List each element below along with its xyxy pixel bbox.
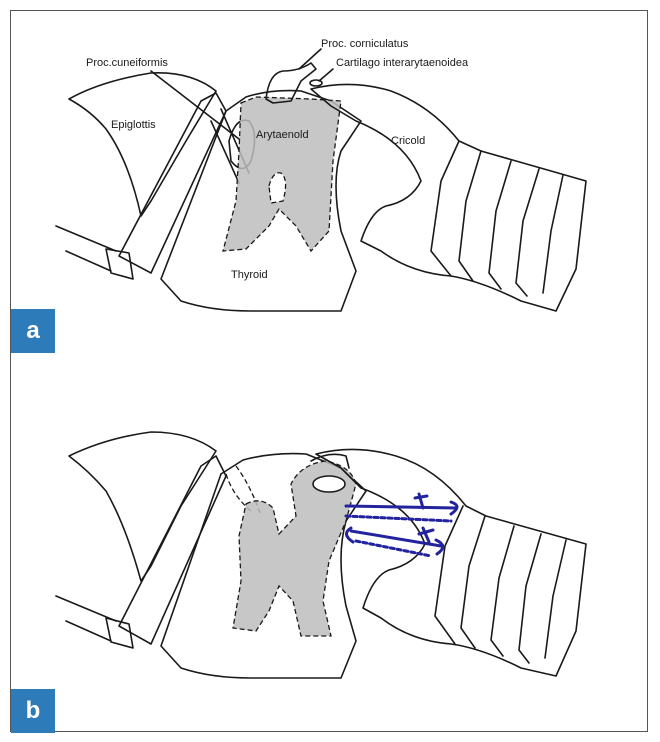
thyroid-outline-b [119, 456, 226, 644]
tracheal-ring-b-4 [519, 534, 541, 663]
tracheal-ring-3 [489, 161, 511, 289]
tracheal-ring-5 [543, 175, 563, 293]
suture-upper [346, 502, 457, 514]
label-proc-cuneiformis: Proc.cuneiformis [86, 57, 168, 69]
label-cartilago-interarytaenoidea: Cartilago interarytaenoidea [336, 57, 468, 69]
tracheal-ring-b-1 [435, 506, 463, 644]
figure-frame: Proc. corniculatus Proc.cuneiformis Cart… [10, 10, 648, 732]
label-arytaenoid: Arytaenold [256, 129, 309, 141]
panel-badge-b: b [11, 689, 55, 733]
tracheal-ring-1 [431, 141, 459, 276]
leader-cuneiformis [151, 71, 239, 139]
leader-interarytaenoidea [319, 69, 333, 81]
epiglottis-outline-b [69, 432, 216, 581]
tracheal-ring-2 [459, 151, 481, 281]
tracheal-ring-b-5 [545, 540, 566, 658]
suture-upper-dashed [346, 516, 451, 521]
larynx-diagram-b [11, 356, 647, 733]
corniculate-oval-b [313, 476, 345, 492]
leader-corniculatus [299, 49, 321, 69]
tracheal-ring-b-2 [461, 516, 485, 648]
hyoid-tip-b [106, 618, 133, 648]
panel-a: Proc. corniculatus Proc.cuneiformis Cart… [11, 11, 647, 356]
label-cricoid: Cricold [391, 135, 425, 147]
label-thyroid: Thyroid [231, 269, 268, 281]
tracheal-ring-4 [516, 169, 539, 296]
panel-badge-a: a [11, 309, 55, 353]
tracheal-ring-b-3 [491, 526, 514, 656]
label-epiglottis: Epiglottis [111, 119, 156, 131]
label-proc-corniculatus: Proc. corniculatus [321, 38, 408, 50]
cricoid-outline-b [316, 449, 586, 676]
panel-b: b [11, 356, 647, 733]
